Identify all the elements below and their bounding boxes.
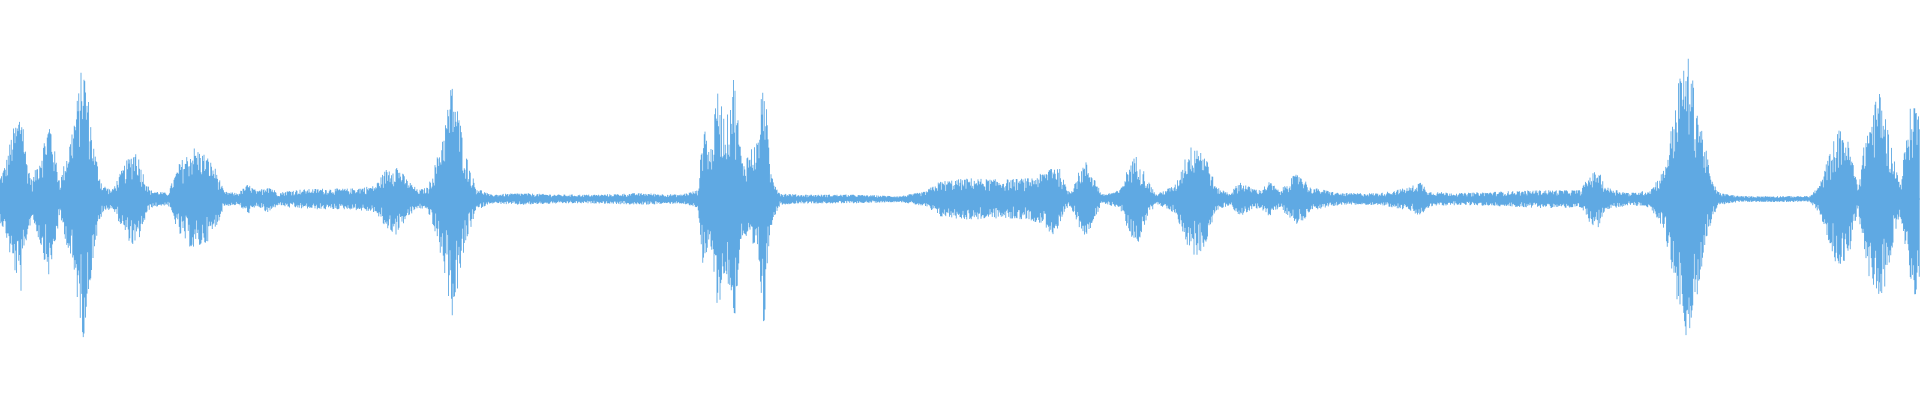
waveform-samples (0, 58, 1920, 338)
waveform-path (0, 58, 1920, 338)
